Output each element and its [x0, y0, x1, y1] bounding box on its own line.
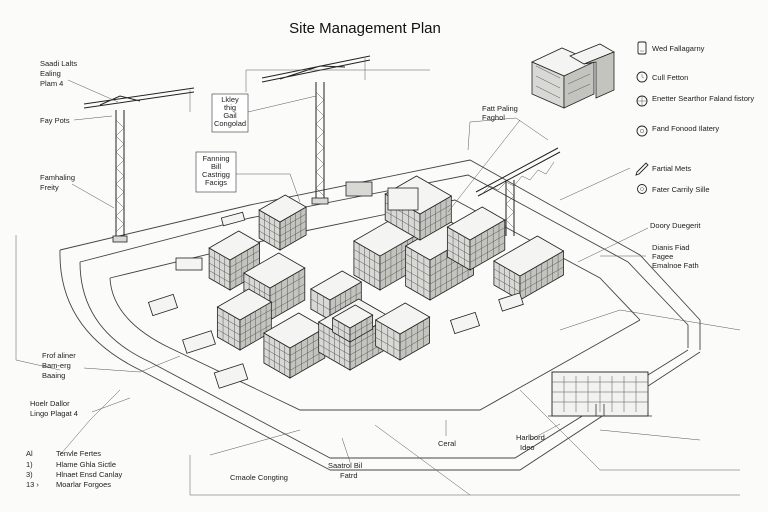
label-left-2: Fay Pots — [40, 116, 70, 125]
site-props — [147, 181, 524, 389]
gear-small-icon — [637, 184, 647, 194]
legend-bottom-left: Al Tenvle Fertes 1) Hlame Ghla Sictle 3)… — [26, 449, 123, 489]
legend-num-1: Al — [26, 449, 33, 458]
tower-crane-left — [83, 87, 195, 243]
legend-text-1: Tenvle Fertes — [56, 449, 101, 458]
tower-crane-right — [475, 147, 561, 236]
legend-num-2: 1) — [26, 460, 33, 469]
building-s2 — [374, 302, 431, 361]
legend-label-4: Fand Fonood Ilatery — [652, 124, 719, 133]
building-e1 — [493, 235, 565, 301]
building-s3 — [331, 304, 374, 343]
legend-text-4: Moarlar Forgoes — [56, 480, 111, 489]
building-cluster — [208, 175, 565, 379]
legend-num-4: 13 › — [26, 480, 39, 489]
phone-icon — [637, 41, 647, 55]
globe-icon — [636, 95, 648, 107]
site-boundary — [15, 159, 741, 496]
svg-text:Fay Pots: Fay Pots — [40, 116, 70, 125]
label-bottom-3: Ceral — [438, 439, 456, 448]
svg-text:Cmaole Congting: Cmaole Congting — [230, 473, 288, 482]
legend-num-3: 3) — [26, 470, 33, 479]
legend-label-3a: Enetter Searthor Faland fistory — [652, 94, 754, 103]
page-title: Site Management Plan — [289, 20, 441, 37]
pen-icon — [635, 162, 649, 176]
building-sw1 — [216, 288, 273, 351]
legend-text-3: Hlnaet Ensd Canlay — [56, 470, 123, 479]
building-w1 — [208, 230, 261, 291]
legend-label-5: Fartial Mets — [652, 164, 691, 173]
svg-text:Enetter Searthor Faland fistor: Enetter Searthor Faland fistory — [652, 94, 754, 103]
building-sw2 — [263, 312, 326, 379]
clock-icon — [636, 71, 648, 83]
legend-label-1: Wed Fallagarny — [652, 44, 705, 53]
svg-text:Ceral: Ceral — [438, 439, 456, 448]
legend-text-2: Hlame Ghla Sictle — [56, 460, 116, 469]
label-bottom-1: Cmaole Congting — [230, 473, 288, 482]
svg-text:Doory Duegerit: Doory Duegerit — [650, 221, 701, 230]
office-building — [548, 371, 652, 417]
legend-right: Wed Fallagarny Cull Fetton Enetter Seart… — [635, 41, 754, 194]
legend-label-6: Fater Carrily Sille — [652, 185, 710, 194]
gear-icon — [636, 125, 648, 137]
tower-crane-center — [261, 55, 371, 205]
building-c1 — [258, 194, 307, 251]
leader-lines — [67, 69, 649, 463]
building-n3 — [446, 206, 506, 271]
label-right-doory: Doory Duegerit — [650, 221, 701, 230]
legend-building-icon — [531, 43, 615, 109]
legend-label-2: Cull Fetton — [652, 73, 688, 82]
